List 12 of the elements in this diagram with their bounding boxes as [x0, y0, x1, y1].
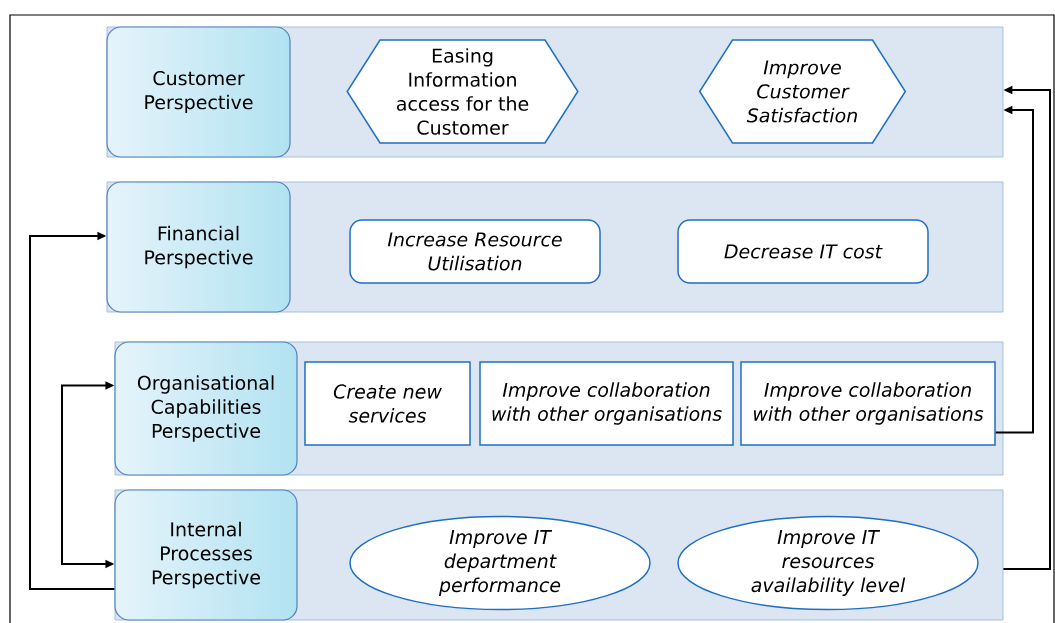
objective-box: Decrease IT cost — [677, 219, 929, 284]
objective-box: Improve collaboration with other organisations — [479, 361, 734, 446]
perspective-tab: Customer Perspective — [106, 26, 291, 158]
objective-box: Improve collaboration with other organisations — [740, 361, 996, 446]
objective-hexagon: Easing Information access for the Customer — [346, 39, 579, 144]
objective-box: Increase Resource Utilisation — [349, 219, 601, 284]
perspective-tab: Organisational Capabilities Perspective — [114, 341, 298, 476]
objective-box: Create new services — [304, 361, 471, 446]
objective-hexagon: Improve Customer Satisfaction — [698, 39, 907, 144]
arrow — [29, 231, 116, 590]
perspective-tab: Financial Perspective — [106, 181, 291, 313]
perspective-tab: Internal Processes Perspective — [114, 489, 298, 621]
